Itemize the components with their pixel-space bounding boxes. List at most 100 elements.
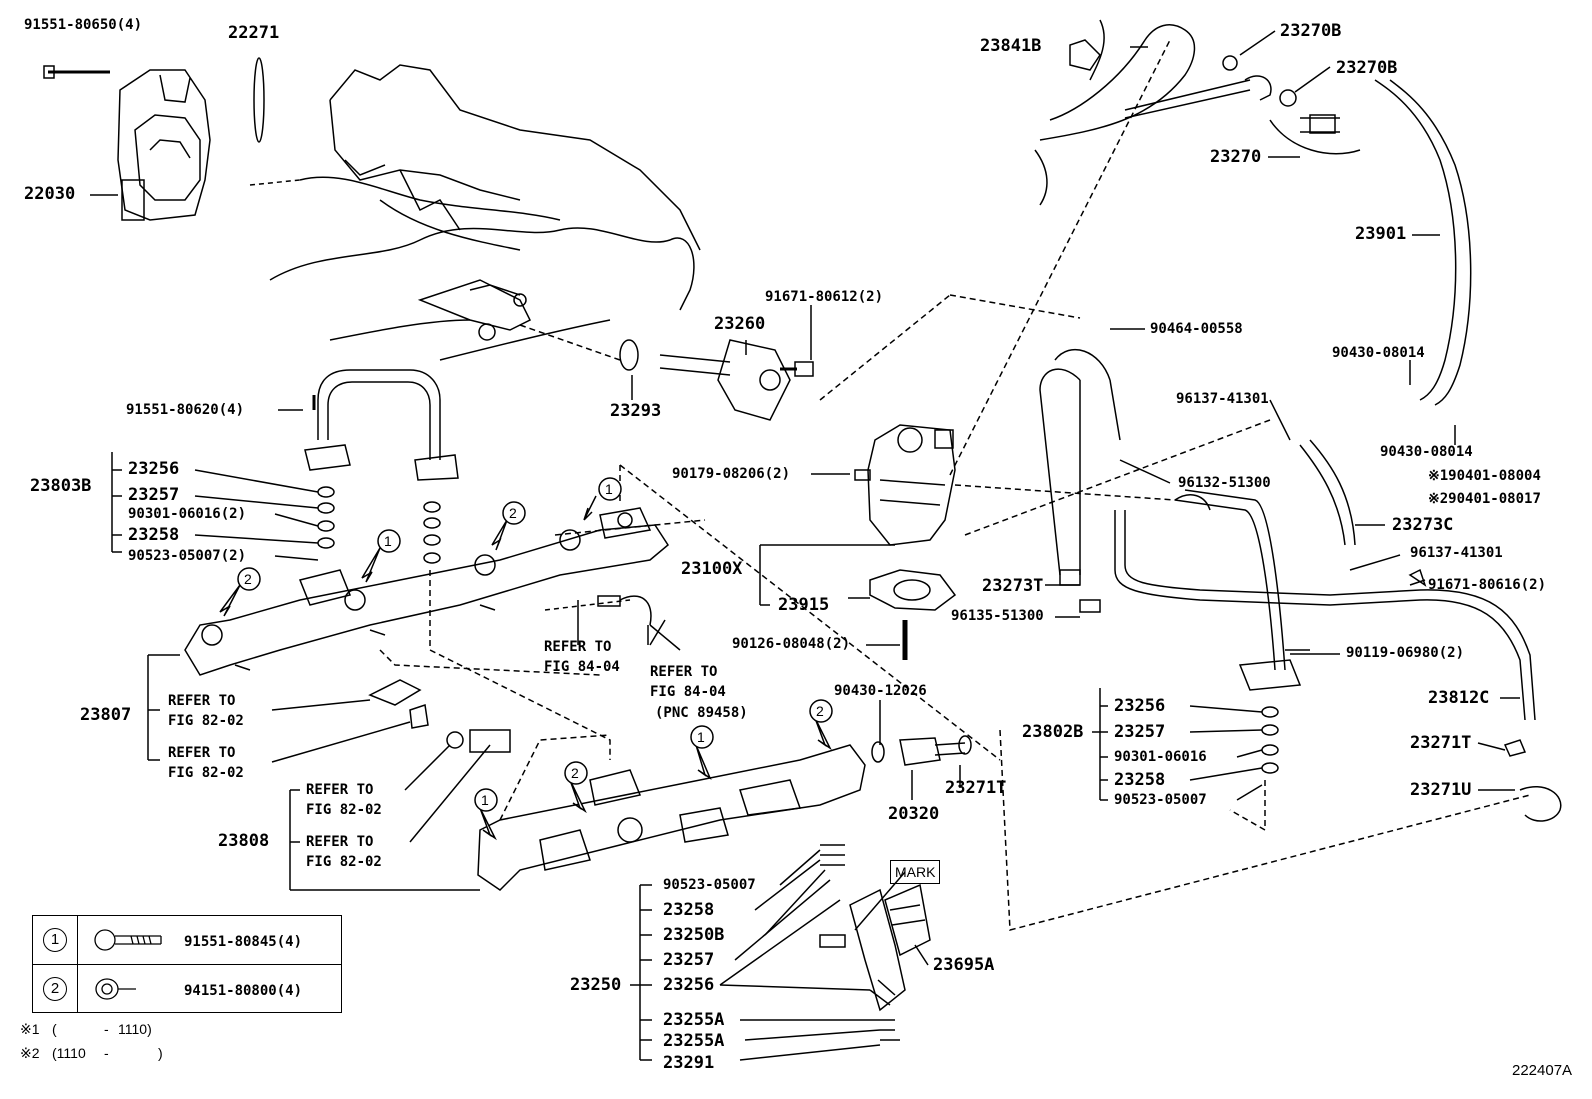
footnote-text: (1110 bbox=[52, 1045, 86, 1061]
part-label: 91671-80616(2) bbox=[1428, 577, 1547, 593]
part-label: 23260 bbox=[714, 314, 766, 334]
part-label: 90119-06980(2) bbox=[1346, 645, 1465, 661]
part-label: 23258 bbox=[128, 525, 180, 545]
part-label: 23293 bbox=[610, 401, 662, 421]
part-label: 23257 bbox=[663, 950, 715, 970]
part-label: 90430-08014 bbox=[1332, 345, 1425, 361]
part-label: ※190401-08004 bbox=[1428, 468, 1541, 484]
part-label: 23271U bbox=[1410, 780, 1472, 800]
callout-number: 1 bbox=[605, 481, 613, 497]
part-label: 23270B bbox=[1336, 58, 1398, 78]
part-label: 90523-05007 bbox=[1114, 792, 1207, 808]
reference-note: REFER TO bbox=[168, 693, 236, 709]
part-label: 23256 bbox=[663, 975, 715, 995]
part-label: 23270 bbox=[1210, 147, 1262, 167]
part-label: 23803B bbox=[30, 476, 92, 496]
footnote-text: - bbox=[104, 1021, 109, 1037]
mark-box: MARK bbox=[890, 860, 941, 884]
part-label: 23802B bbox=[1022, 722, 1084, 742]
legend-row: 2 94151-80800(4) bbox=[33, 964, 341, 1013]
part-label: 91551-80650(4) bbox=[24, 17, 143, 33]
part-label: 90179-08206(2) bbox=[672, 466, 791, 482]
legend-number: 1 bbox=[43, 928, 67, 952]
throttle-body-drawing bbox=[43, 65, 211, 221]
part-label: 23807 bbox=[80, 705, 132, 725]
callout-number: 2 bbox=[816, 703, 824, 719]
footnote-text: 1110) bbox=[118, 1021, 152, 1037]
figure-id: 222407A bbox=[1512, 1062, 1573, 1079]
part-label: 23271T bbox=[945, 778, 1007, 798]
footnote-marker: ※2 bbox=[20, 1045, 40, 1061]
reference-note: REFER TO bbox=[650, 664, 718, 680]
part-label: 96132-51300 bbox=[1178, 475, 1271, 491]
reference-note: REFER TO bbox=[168, 745, 236, 761]
part-label: 23901 bbox=[1355, 224, 1407, 244]
callout-arrows bbox=[219, 495, 832, 841]
part-label: 90464-00558 bbox=[1150, 321, 1243, 337]
part-label: 22030 bbox=[24, 184, 76, 204]
reference-note: REFER TO bbox=[544, 639, 612, 655]
part-label: 22271 bbox=[228, 23, 280, 43]
part-label: 23255A bbox=[663, 1031, 725, 1051]
part-label: 23257 bbox=[128, 485, 180, 505]
nut-icon bbox=[95, 978, 136, 1000]
fuel-rail-23807-drawing bbox=[184, 464, 1001, 761]
callout-number: 2 bbox=[509, 505, 517, 521]
part-label: 91671-80612(2) bbox=[765, 289, 884, 305]
part-label: 23258 bbox=[663, 900, 715, 920]
part-label: 90126-08048(2) bbox=[732, 636, 851, 652]
footnote-text: ) bbox=[158, 1045, 163, 1061]
legend-part-number: 94151-80800(4) bbox=[184, 983, 303, 999]
check-valve-20320-drawing bbox=[871, 735, 972, 766]
pressure-sensor-23260-drawing bbox=[519, 294, 1081, 421]
pcv-hoses-drawing bbox=[1034, 19, 1472, 406]
callout-circles bbox=[237, 477, 833, 812]
part-label: 23915 bbox=[778, 595, 830, 615]
part-label: 23256 bbox=[1114, 696, 1166, 716]
callout-number: 2 bbox=[571, 765, 579, 781]
part-label: 90301-06016(2) bbox=[128, 506, 247, 522]
reference-note: FIG 84-04 bbox=[544, 659, 620, 675]
part-label: 23695A bbox=[933, 955, 995, 975]
part-label: 23255A bbox=[663, 1010, 725, 1030]
leader-lines bbox=[90, 30, 1520, 1061]
reference-note: FIG 84-04 bbox=[650, 684, 726, 700]
footnote-text: - bbox=[104, 1045, 109, 1061]
part-label: 23273T bbox=[982, 576, 1044, 596]
reference-note: REFER TO bbox=[306, 782, 374, 798]
injector-drawing bbox=[819, 844, 931, 1041]
part-label: 91551-80620(4) bbox=[126, 402, 245, 418]
part-label: 23250B bbox=[663, 925, 725, 945]
part-label: 90523-05007(2) bbox=[128, 548, 247, 564]
part-label: 23271T bbox=[1410, 733, 1472, 753]
gasket-22271-drawing bbox=[253, 57, 265, 143]
callout-number: 2 bbox=[244, 571, 252, 587]
part-label: 23270B bbox=[1280, 21, 1342, 41]
callout-number: 1 bbox=[697, 729, 705, 745]
part-label: 90301-06016 bbox=[1114, 749, 1207, 765]
part-label: 90430-12026 bbox=[834, 683, 927, 699]
legend-number: 2 bbox=[43, 977, 67, 1001]
callout-number: 1 bbox=[481, 792, 489, 808]
part-label: 23273C bbox=[1392, 515, 1454, 535]
footnote-text: ( bbox=[52, 1021, 57, 1037]
legend-row: 1 91551-80845(4) bbox=[33, 916, 341, 964]
part-label: 23291 bbox=[663, 1053, 715, 1073]
part-label: 23808 bbox=[218, 831, 270, 851]
reference-note: FIG 82-02 bbox=[168, 765, 244, 781]
fuel-pipes-drawing bbox=[999, 349, 1562, 931]
part-label: 23100X bbox=[681, 559, 743, 579]
fastener-legend-table: 1 91551-80845(4) 2 94151-80800(4) bbox=[32, 915, 342, 1013]
part-label: 90523-05007 bbox=[663, 877, 756, 893]
part-label: 23257 bbox=[1114, 722, 1166, 742]
fuel-rail-23808-drawing bbox=[446, 729, 866, 891]
intake-manifold-drawing bbox=[249, 64, 701, 361]
part-label: ※290401-08017 bbox=[1428, 491, 1541, 507]
part-label: 23841B bbox=[980, 36, 1042, 56]
part-label: 96137-41301 bbox=[1176, 391, 1269, 407]
reference-note: FIG 82-02 bbox=[306, 802, 382, 818]
part-label: 23256 bbox=[128, 459, 180, 479]
part-label: 96137-41301 bbox=[1410, 545, 1503, 561]
